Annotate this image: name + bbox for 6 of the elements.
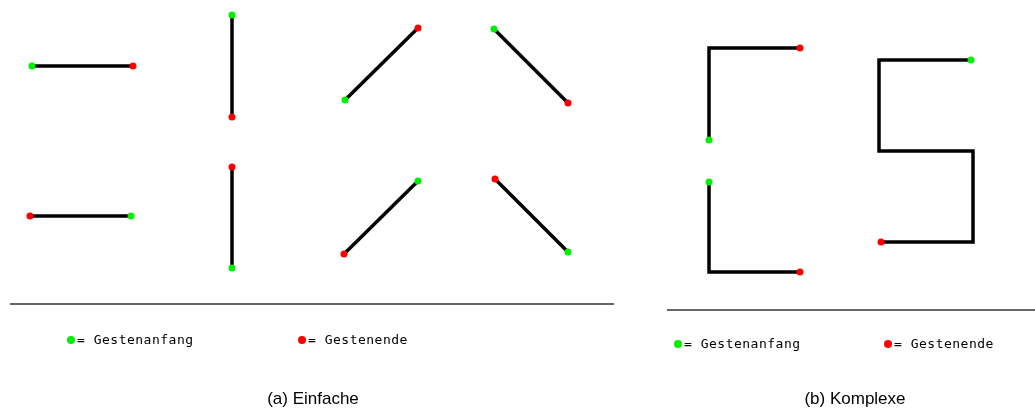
legend-text: = Gestenanfang [77, 331, 194, 349]
legend-text: = Gestenende [894, 335, 994, 353]
legend-text: = Gestenanfang [684, 335, 801, 353]
subfigure-caption: (b) Komplexe [804, 388, 906, 410]
subfigure-caption: (a) Einfache [267, 388, 359, 410]
legend-text: = Gestenende [308, 331, 408, 349]
